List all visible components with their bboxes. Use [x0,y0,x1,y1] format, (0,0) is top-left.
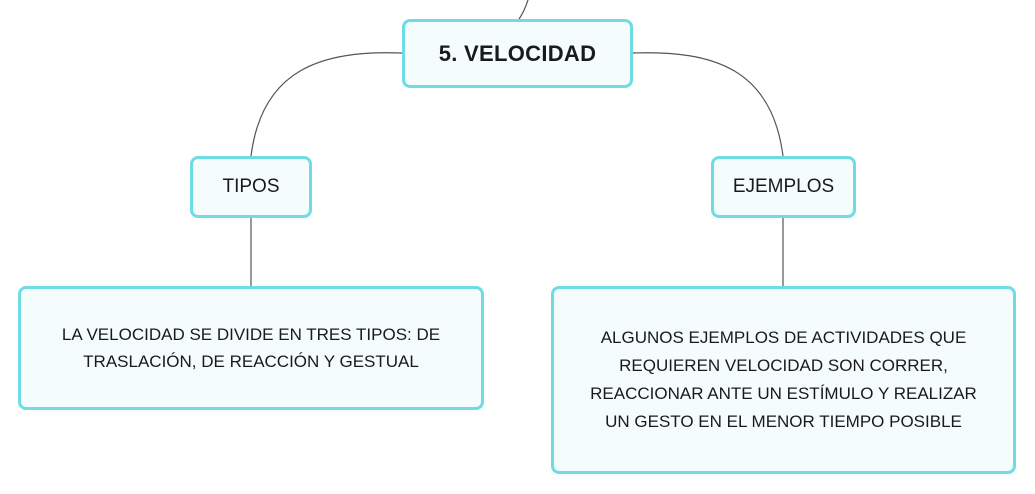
connector-root-ejemplos [632,52,784,157]
node-tipos[interactable]: TIPOS [190,156,312,218]
node-ejemplos[interactable]: EJEMPLOS [711,156,856,218]
node-tipos-description[interactable]: LA VELOCIDAD SE DIVIDE EN TRES TIPOS: DE… [18,286,484,410]
node-ejemplos-label: EJEMPLOS [732,176,835,197]
connector-parent-root [518,0,529,20]
node-tipos-label: TIPOS [222,176,280,197]
node-ejemplos-description[interactable]: ALGUNOS EJEMPLOS DE ACTIVIDADES QUE REQU… [551,286,1016,474]
node-root-label: 5. VELOCIDAD [438,40,597,66]
connector-root-tipos [250,52,403,157]
node-tipos-description-text: LA VELOCIDAD SE DIVIDE EN TRES TIPOS: DE… [61,325,441,371]
node-ejemplos-description-text: ALGUNOS EJEMPLOS DE ACTIVIDADES QUE REQU… [590,328,977,431]
node-root-velocidad[interactable]: 5. VELOCIDAD [402,19,633,88]
